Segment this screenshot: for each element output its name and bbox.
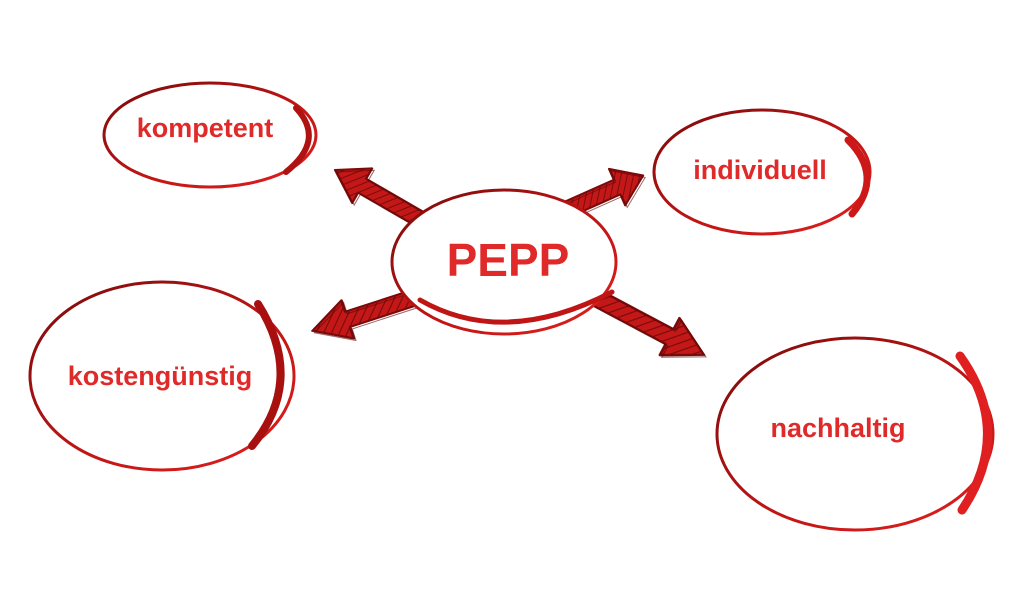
node-nachhaltig: nachhaltig bbox=[715, 336, 995, 532]
center-label: PEPP bbox=[447, 234, 570, 286]
node-kostenguenstig: kostengünstig bbox=[28, 280, 296, 472]
node-individuell: individuell bbox=[652, 108, 872, 236]
node-kompetent: kompetent bbox=[102, 81, 318, 189]
individuell-label: individuell bbox=[693, 155, 827, 185]
kostenguenstig-label: kostengünstig bbox=[68, 361, 253, 391]
kompetent-label: kompetent bbox=[137, 113, 274, 143]
center-node: PEPP bbox=[390, 188, 618, 336]
nachhaltig-label: nachhaltig bbox=[770, 413, 905, 443]
